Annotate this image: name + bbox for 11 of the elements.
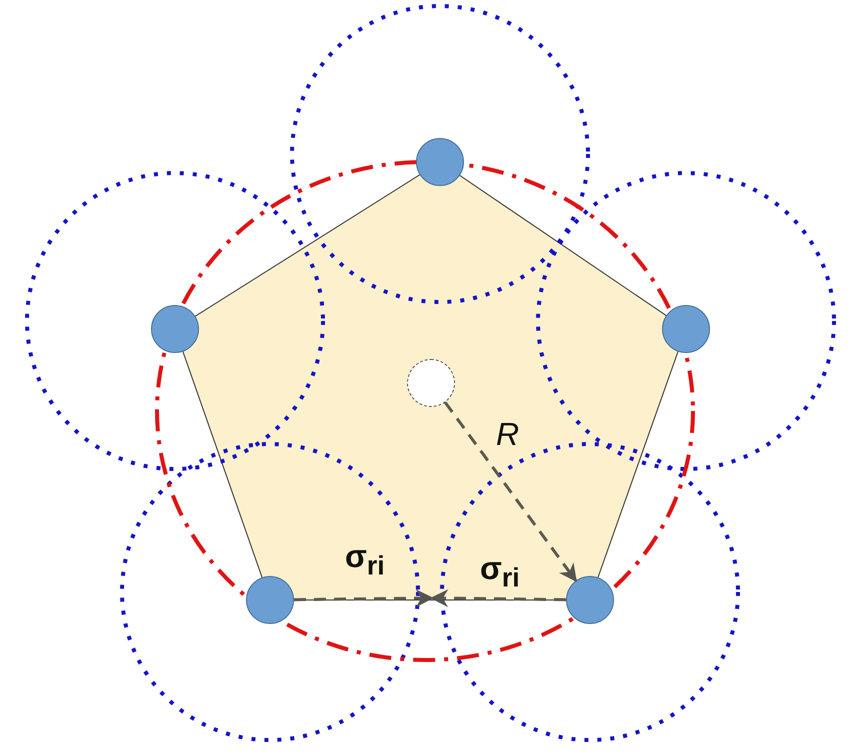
dashed-arrow	[430, 589, 566, 608]
edge-label: σ$_{ri}$	[345, 540, 385, 580]
edge-label: R	[496, 418, 520, 450]
edge-label: σ$_{ri}$	[480, 552, 520, 592]
dashed-arrow	[444, 401, 578, 582]
circle-node	[416, 138, 464, 186]
circle-node	[662, 305, 710, 353]
circle-node	[566, 576, 614, 624]
circle-node	[246, 576, 294, 624]
circle-node	[151, 305, 199, 353]
dashed-arrow	[294, 589, 434, 608]
